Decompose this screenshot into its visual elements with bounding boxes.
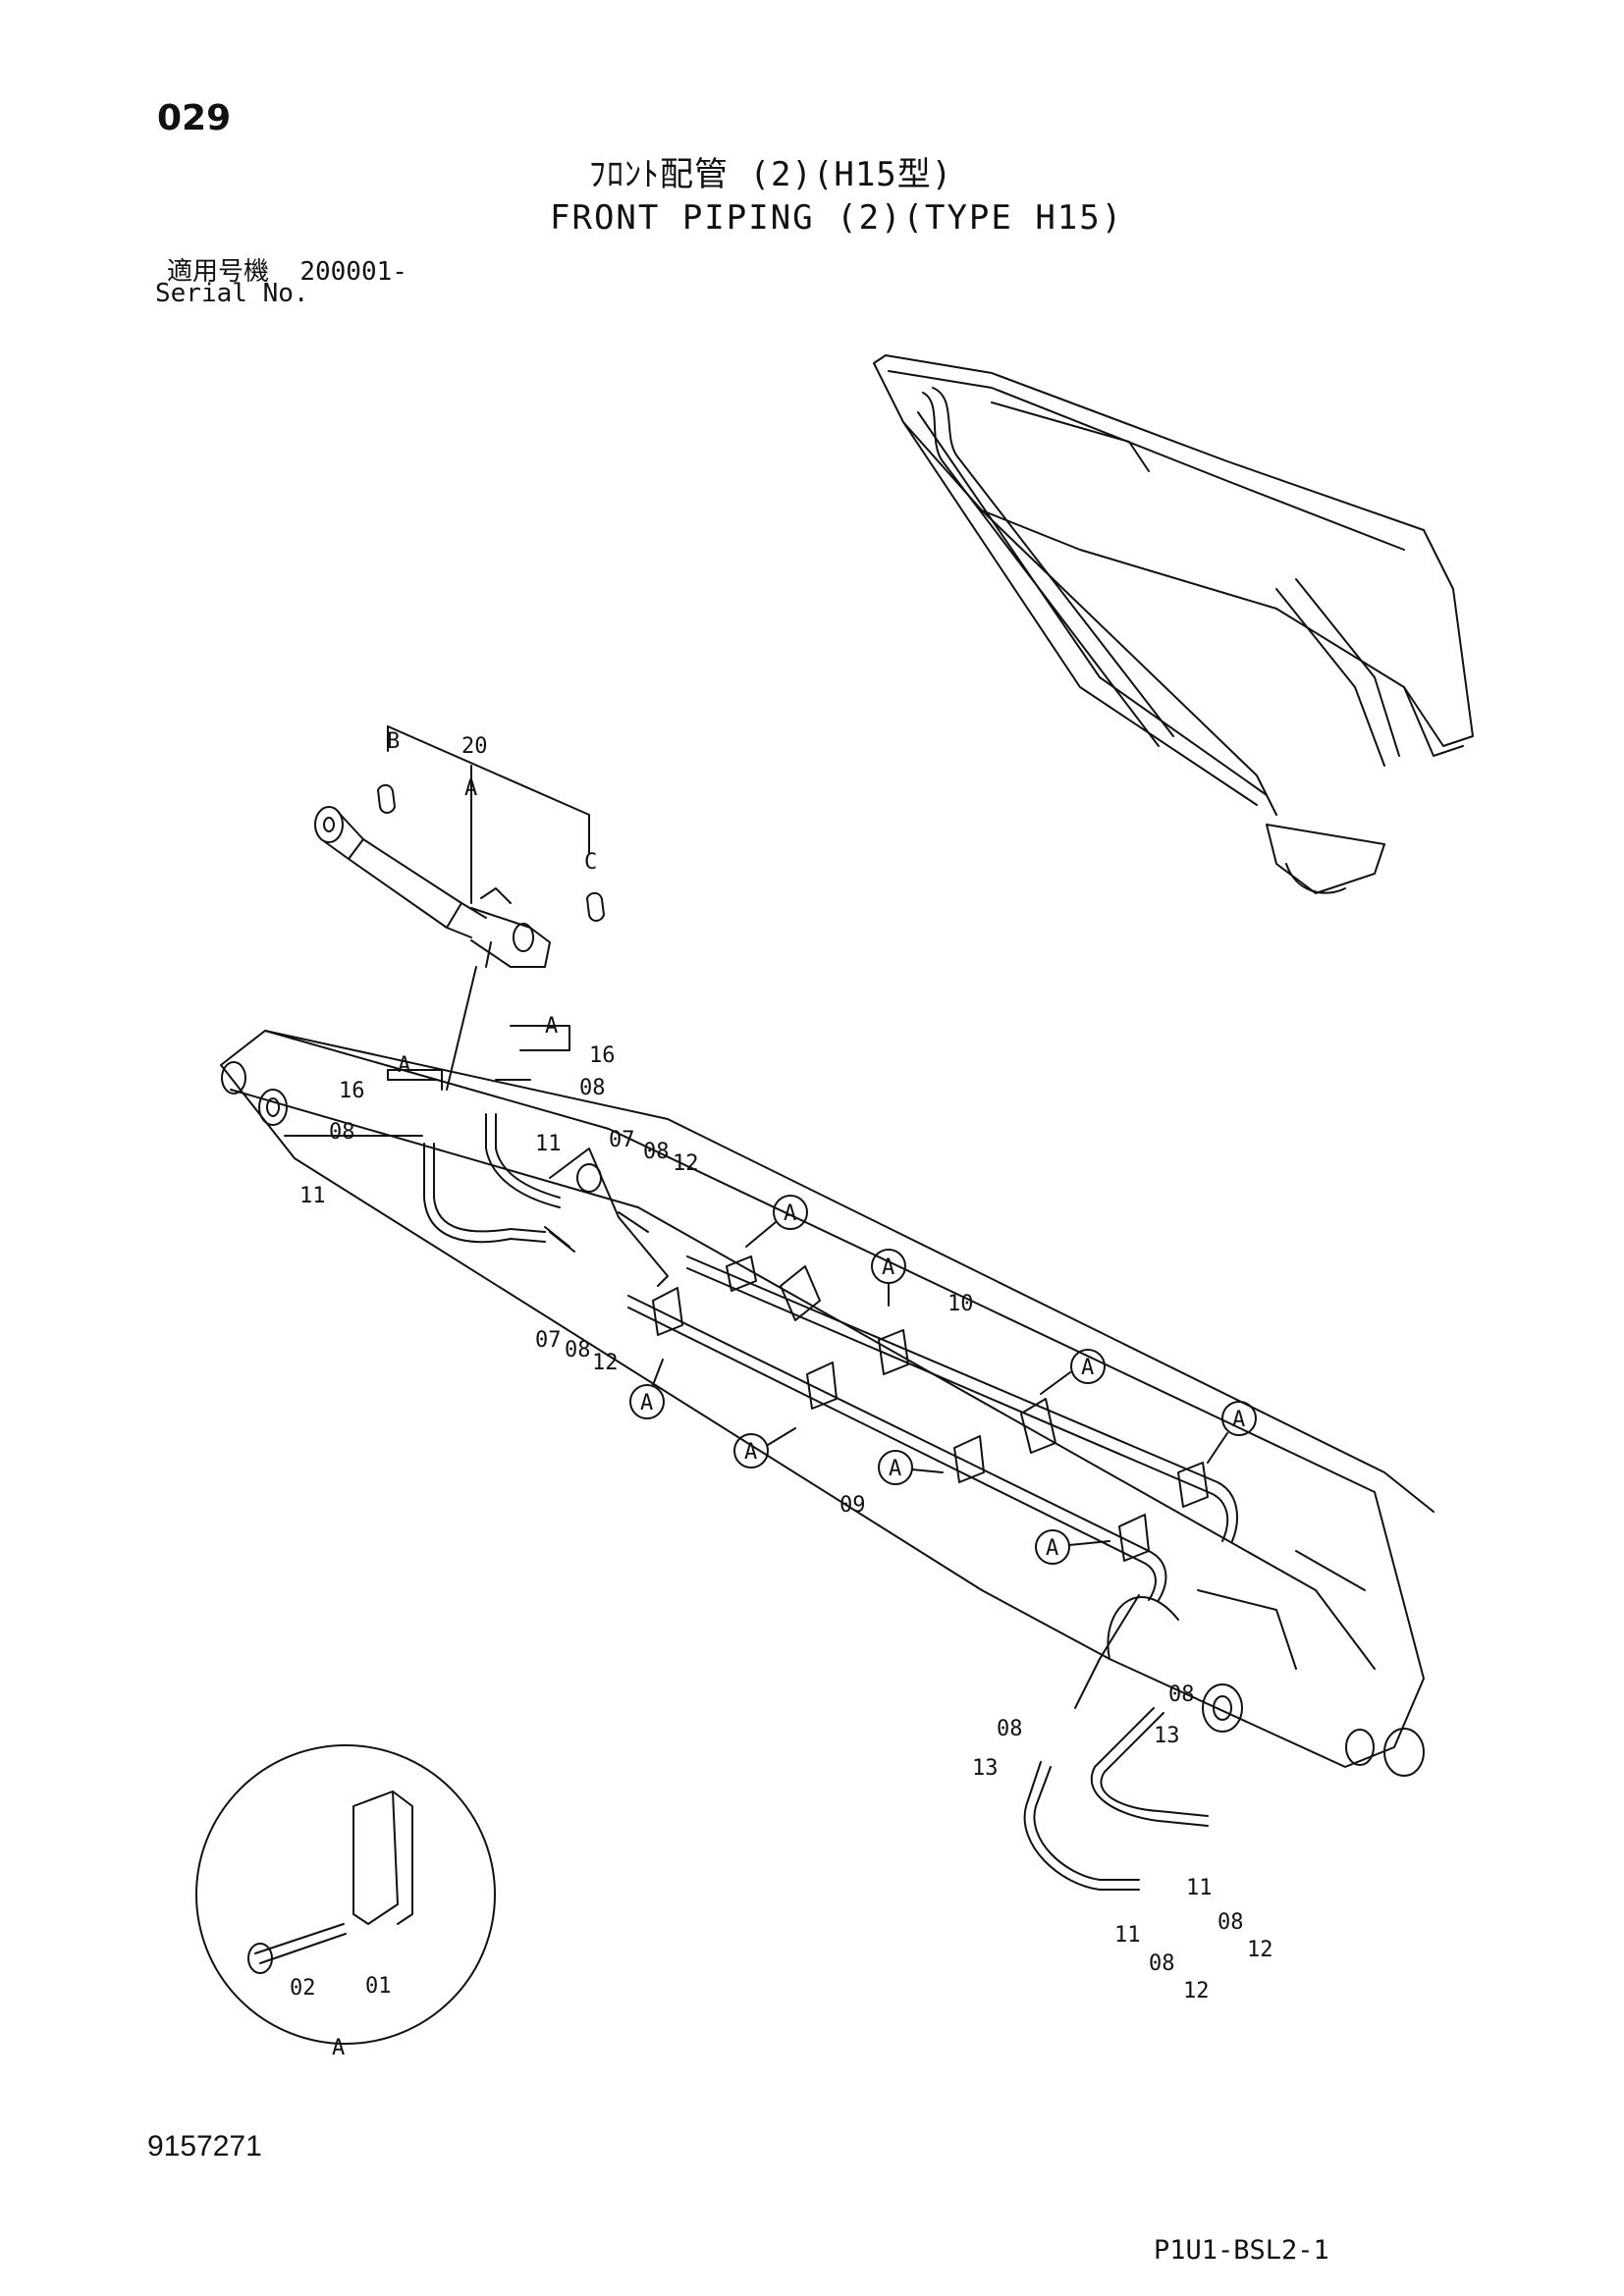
serial-label-english: Serial No. xyxy=(155,279,309,308)
reference-code: P1U1-BSL2-1 xyxy=(1154,2235,1329,2266)
label-part-11-a: 11 xyxy=(535,1132,562,1156)
pipe-09-drawing xyxy=(627,1295,1167,1601)
label-part-13-a: 13 xyxy=(1154,1724,1180,1748)
label-part-12-d: 12 xyxy=(1183,1979,1210,2003)
label-part-07-b: 07 xyxy=(535,1328,562,1353)
label-part-a-cylinder: A xyxy=(464,776,477,801)
page-number: 029 xyxy=(157,98,232,138)
callout-a-3: A xyxy=(1081,1356,1094,1380)
label-part-08-a: 08 xyxy=(579,1076,606,1100)
label-part-10: 10 xyxy=(947,1292,974,1316)
label-part-08-b: 08 xyxy=(329,1120,355,1145)
label-part-16-left: 16 xyxy=(339,1079,365,1103)
callout-a-8: A xyxy=(1046,1536,1058,1561)
circled-a-markers xyxy=(629,1195,1257,1565)
pipe-10-drawing xyxy=(686,1255,1238,1542)
label-part-12-a: 12 xyxy=(673,1151,699,1176)
serial-label-jp-text: 適用号機 xyxy=(167,257,270,287)
lower-hoses-drawing xyxy=(1023,1594,1209,1891)
upper-hoses-drawing xyxy=(423,1113,649,1253)
label-part-08-g: 08 xyxy=(1218,1910,1244,1935)
callout-a-5: A xyxy=(640,1391,653,1415)
label-part-09: 09 xyxy=(839,1493,866,1518)
drawing-number: 9157271 xyxy=(147,2130,262,2163)
overview-arm-drawing xyxy=(873,354,1474,894)
label-part-08-f: 08 xyxy=(997,1717,1023,1741)
label-part-b: B xyxy=(387,729,400,754)
label-part-11-b: 11 xyxy=(299,1184,326,1208)
label-part-20: 20 xyxy=(461,734,488,759)
label-part-12-c: 12 xyxy=(1247,1938,1273,1962)
label-part-a-left-fitting: A xyxy=(398,1053,410,1078)
callout-a-4: A xyxy=(1232,1408,1245,1432)
label-part-08-h: 08 xyxy=(1149,1951,1175,1976)
callout-a-6: A xyxy=(744,1440,757,1465)
serial-label-japanese: 適用号機 200001- xyxy=(167,251,407,288)
label-part-02: 02 xyxy=(290,1976,316,2001)
label-part-08-c: 08 xyxy=(643,1140,670,1164)
callout-a-7: A xyxy=(889,1457,901,1481)
label-part-a-right-fitting: A xyxy=(545,1014,558,1039)
label-part-c: C xyxy=(584,850,597,875)
label-part-12-b: 12 xyxy=(592,1351,619,1375)
label-part-16-right: 16 xyxy=(589,1043,616,1068)
detail-circle-a xyxy=(195,1744,496,2045)
label-part-01: 01 xyxy=(365,1974,392,1999)
label-part-07-a: 07 xyxy=(609,1128,635,1152)
pipe-clamps-drawing xyxy=(652,1255,1209,1562)
title-japanese: ﾌﾛﾝﾄ配管 (2)(H15型) xyxy=(589,155,953,194)
serial-number-value: 200001- xyxy=(299,257,407,287)
label-part-13-b: 13 xyxy=(972,1756,999,1781)
title-english: FRONT PIPING (2)(TYPE H15) xyxy=(550,198,1124,238)
label-part-11-d: 11 xyxy=(1114,1923,1141,1948)
label-part-11-c: 11 xyxy=(1186,1876,1213,1900)
cylinder-callout-lines xyxy=(284,725,590,1137)
callout-a-1: A xyxy=(784,1201,796,1226)
label-part-08-d: 08 xyxy=(565,1338,591,1362)
label-part-08-e: 08 xyxy=(1168,1682,1195,1707)
label-detail-a: A xyxy=(332,2036,345,2060)
callout-a-2: A xyxy=(882,1255,894,1280)
boom-cylinder-drawing xyxy=(314,783,605,968)
